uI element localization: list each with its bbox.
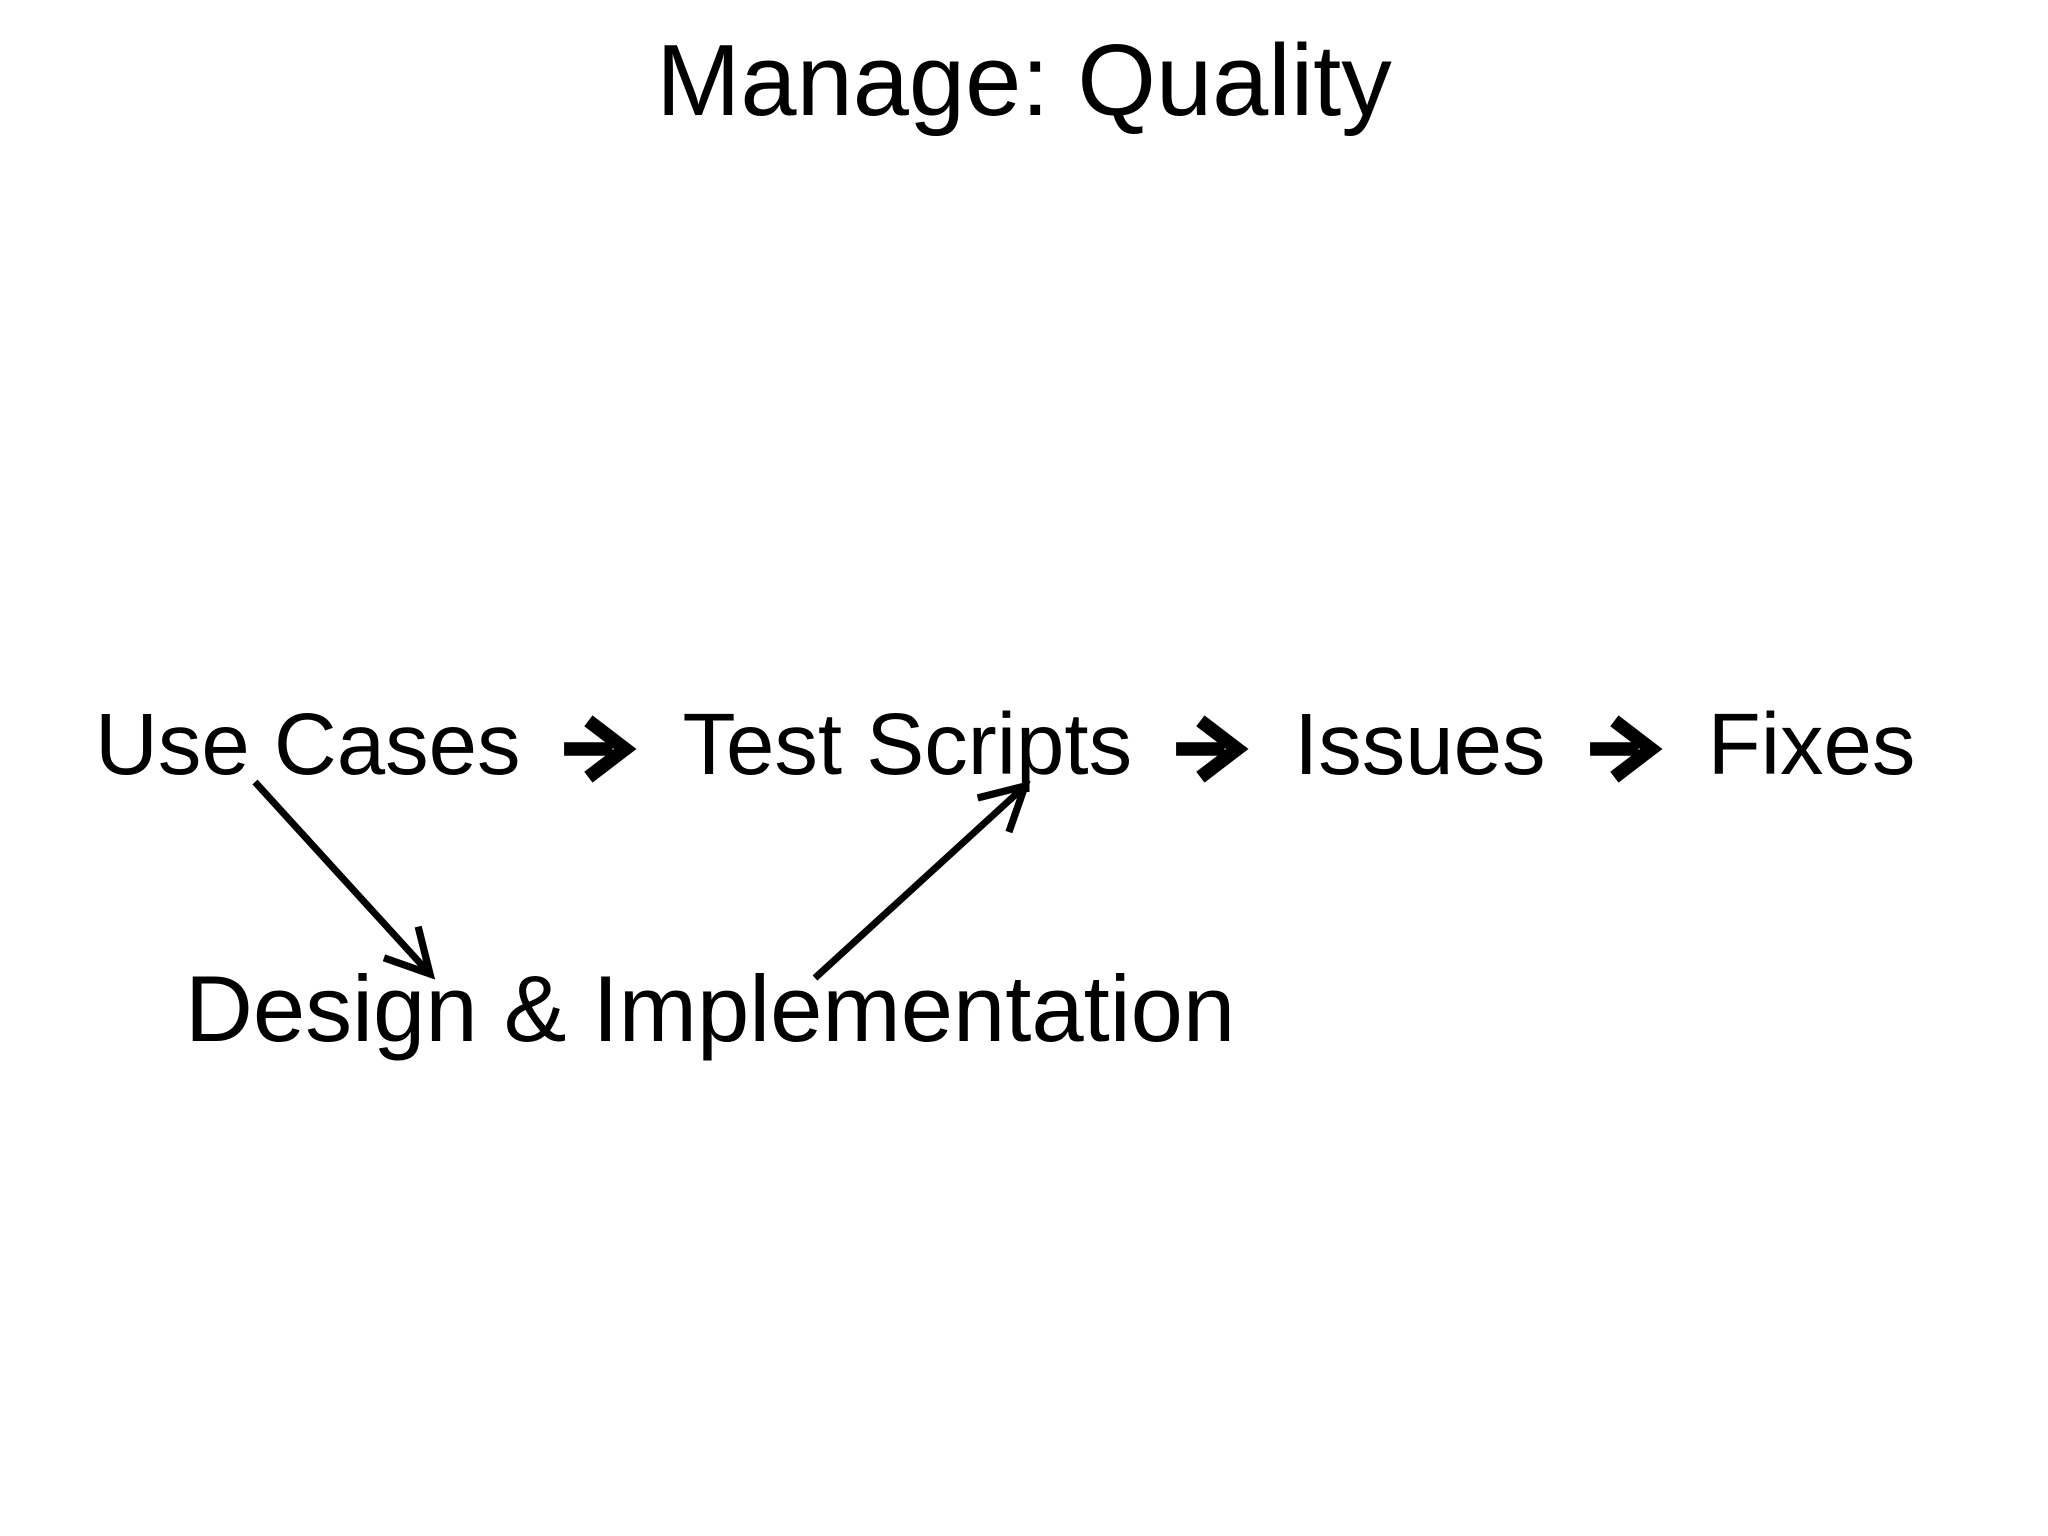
right-arrow-icon xyxy=(1589,714,1663,783)
process-flow: Use Cases Test Scripts Issues Fixes xyxy=(95,701,1915,788)
slide-title: Manage: Quality xyxy=(656,25,1392,137)
flow-step-fixes: Fixes xyxy=(1707,696,1916,793)
flow-step-use-cases: Use Cases xyxy=(95,696,521,793)
arrow-design-implementation-to-test-scripts xyxy=(812,780,1031,981)
flow-step-issues: Issues xyxy=(1294,696,1546,793)
right-arrow-icon xyxy=(1176,714,1249,783)
design-implementation-label: Design & Implementation xyxy=(185,956,1236,1061)
arrow-use-cases-to-design-implementation xyxy=(252,779,436,980)
right-arrow-icon xyxy=(564,714,637,783)
flow-step-test-scripts: Test Scripts xyxy=(682,696,1133,793)
